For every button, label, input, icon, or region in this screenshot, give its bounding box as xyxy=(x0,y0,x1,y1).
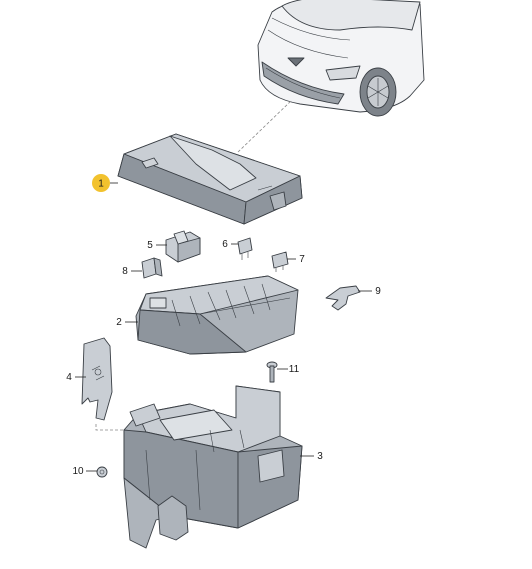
bracket-link-leader xyxy=(95,424,130,431)
car-location-leader xyxy=(237,99,293,153)
callout-4: 4 xyxy=(66,372,86,383)
callout-8-label: 8 xyxy=(122,266,128,277)
callout-11-label: 11 xyxy=(289,364,300,375)
fuse-box-housing-icon xyxy=(123,385,303,549)
callout-5-label: 5 xyxy=(147,240,153,251)
callout-4-label: 4 xyxy=(66,372,72,383)
fuse-icon xyxy=(237,237,253,260)
callout-1-label: 1 xyxy=(98,179,104,190)
relay-icon xyxy=(141,257,163,279)
callout-7-label: 7 xyxy=(299,254,305,265)
callout-8: 8 xyxy=(122,266,142,277)
fuse-small-icon xyxy=(271,251,289,272)
callout-6: 6 xyxy=(222,239,238,250)
clip-icon xyxy=(325,285,361,311)
car-front-icon xyxy=(257,0,425,117)
callout-3: 3 xyxy=(300,451,323,462)
fuse-carrier-icon xyxy=(135,275,299,355)
callout-9-label: 9 xyxy=(375,286,381,297)
nut-icon xyxy=(96,466,108,478)
callout-1-badge xyxy=(92,174,110,192)
bracket-icon xyxy=(81,337,113,421)
callout-2-label: 2 xyxy=(116,317,122,328)
callout-9: 9 xyxy=(358,286,381,297)
screw-icon xyxy=(266,361,278,383)
callout-6-label: 6 xyxy=(222,239,228,250)
callout-10: 10 xyxy=(72,466,97,477)
callout-1: 1 xyxy=(92,174,118,192)
callout-5: 5 xyxy=(147,240,167,251)
callout-3-label: 3 xyxy=(317,451,323,462)
callout-2: 2 xyxy=(116,317,138,328)
fuse-box-cover-icon xyxy=(117,133,303,225)
callout-7: 7 xyxy=(287,254,305,265)
callout-10-label: 10 xyxy=(72,466,84,477)
relay-socket-icon xyxy=(165,230,201,263)
callout-11: 11 xyxy=(277,364,300,375)
